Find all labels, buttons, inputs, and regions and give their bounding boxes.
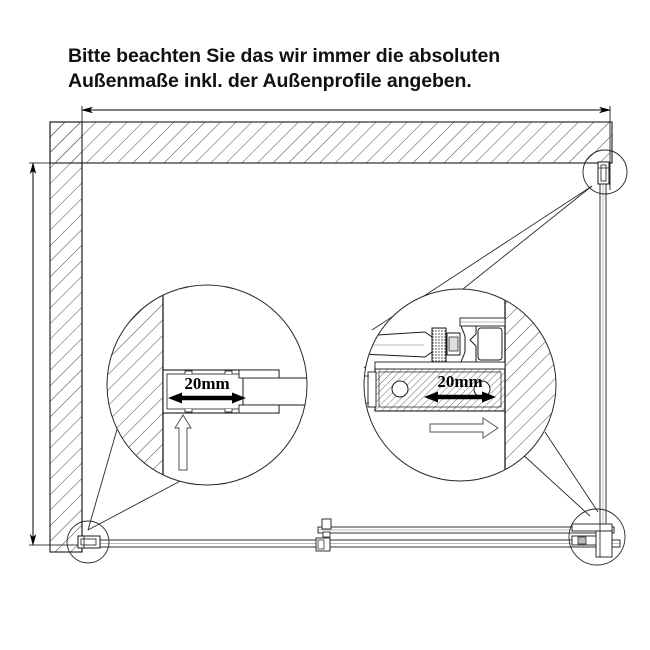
wall-left <box>49 121 83 553</box>
detail-right-circle <box>363 288 557 482</box>
note-text: Bitte beachten Sie das wir immer die abs… <box>68 44 608 94</box>
note-line-2: Außenmaße inkl. der Außenprofile angeben… <box>68 70 472 92</box>
detail-left-direction-arrow <box>174 414 192 471</box>
detail-right-dimension: 20mm <box>424 372 496 403</box>
corner-detail-top-right <box>582 149 628 195</box>
detail-right: 20mm <box>363 288 557 482</box>
detail-left-wall <box>107 285 164 476</box>
detail-right-dimension-label: 20mm <box>437 372 482 391</box>
right-glass-panel <box>599 179 607 529</box>
corner-detail-bottom-right <box>568 508 626 566</box>
detail-left-circle <box>106 284 308 486</box>
detail-right-wall <box>504 289 556 481</box>
wall-top <box>49 121 613 164</box>
detail-left-dimension: 20mm <box>168 374 246 404</box>
bottom-glass-assembly <box>87 518 621 552</box>
detail-right-hinge <box>364 317 506 363</box>
corner-detail-bottom-left <box>66 520 110 564</box>
detail-left-dimension-label: 20mm <box>184 374 229 393</box>
detail-left: 20mm <box>106 284 308 486</box>
detail-left-profile <box>162 369 307 414</box>
wall-structure <box>49 121 613 553</box>
detail-right-dimension-arrow <box>424 391 496 403</box>
leader-lines-bottom-right <box>519 431 599 517</box>
detail-right-direction-arrow <box>429 417 499 439</box>
note-line-1: Bitte beachten Sie das wir immer die abs… <box>68 45 501 67</box>
detail-right-profile <box>364 361 506 412</box>
detail-left-dimension-arrow <box>168 392 246 404</box>
